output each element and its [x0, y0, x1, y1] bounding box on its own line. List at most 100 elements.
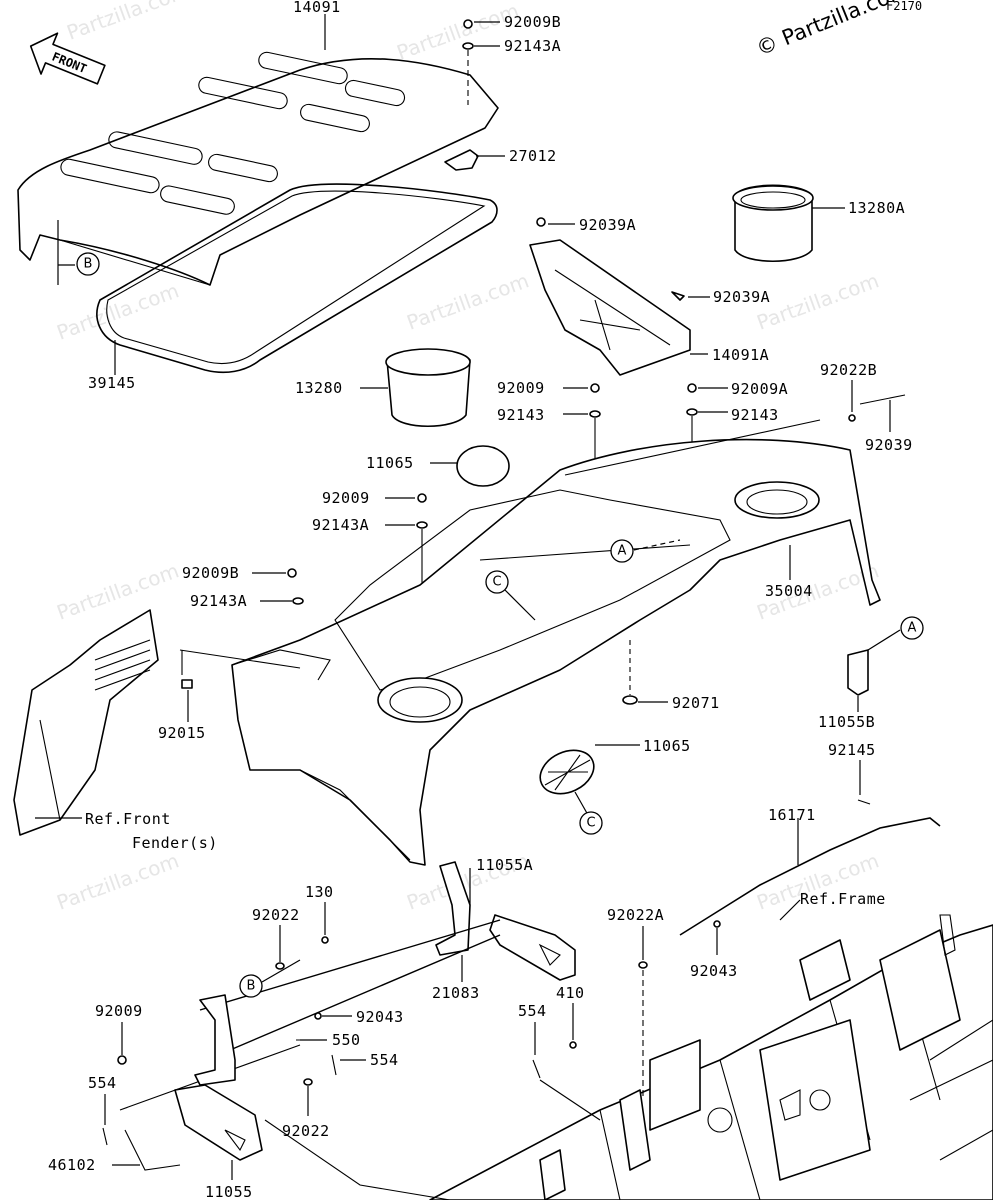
screw-part — [859, 394, 906, 405]
grommet-part — [622, 695, 638, 705]
bracket-part — [538, 943, 561, 966]
part-label-92022: 92022 — [282, 1122, 330, 1140]
ref-front-fender-label: Fender(s) — [132, 834, 218, 852]
part-label-13280A: 13280A — [848, 199, 905, 217]
callout-b-label: B — [84, 257, 93, 272]
part-label-92009: 92009 — [95, 1002, 143, 1020]
part-label-92009: 92009 — [497, 379, 545, 397]
bolt-part — [321, 936, 329, 944]
part-label-21083: 21083 — [432, 984, 480, 1002]
part-label-550: 550 — [332, 1031, 361, 1049]
part-label-92145: 92145 — [828, 741, 876, 759]
part-label-92009B: 92009B — [504, 13, 561, 31]
part-label-130: 130 — [305, 883, 334, 901]
part-label-92143A: 92143A — [504, 37, 561, 55]
leader-line — [633, 539, 681, 551]
ref-frame-label: Ref.Frame — [800, 890, 886, 908]
part-label-11055A: 11055A — [476, 856, 533, 874]
callout-a — [900, 616, 924, 640]
part-label-92143: 92143 — [497, 406, 545, 424]
pin-part — [331, 1054, 337, 1076]
watermark: Partzilla.com — [404, 268, 532, 334]
callout-c — [485, 570, 509, 594]
screw-part — [857, 799, 871, 805]
bracket-part — [489, 914, 576, 981]
part-label-39145: 39145 — [88, 374, 136, 392]
bolt-part — [117, 1055, 127, 1065]
part-label-92143: 92143 — [731, 406, 779, 424]
screw-part — [671, 291, 685, 301]
part-label-92039: 92039 — [865, 436, 913, 454]
part-label-554: 554 — [370, 1051, 399, 1069]
rod-part — [124, 1129, 181, 1171]
part-label-92039A: 92039A — [579, 216, 636, 234]
part-label-14091A: 14091A — [712, 346, 769, 364]
part-label-92039A: 92039A — [713, 288, 770, 306]
washer-part — [638, 961, 648, 969]
watermark: Partzilla.com — [394, 0, 522, 65]
diagram-code: F2170 — [886, 0, 922, 13]
callout-c-label: C — [492, 575, 501, 590]
part-label-11055: 11055 — [205, 1183, 253, 1200]
washer-part — [848, 414, 856, 422]
callout-a-label: A — [908, 621, 917, 636]
part-label-92022: 92022 — [252, 906, 300, 924]
clip-part — [181, 679, 193, 689]
part-label-11055B: 11055B — [818, 713, 875, 731]
part-label-92022A: 92022A — [607, 906, 664, 924]
speaker-part — [539, 749, 595, 795]
bolt-part — [687, 383, 697, 393]
front-fender-part — [13, 609, 159, 836]
part-label-92071: 92071 — [672, 694, 720, 712]
part-label-554: 554 — [518, 1002, 547, 1020]
frame-part — [429, 914, 993, 1200]
watermark: Partzilla.com — [754, 268, 882, 334]
part-label-410: 410 — [556, 984, 585, 1002]
bolt-part — [417, 493, 427, 503]
cup-holder-part — [732, 184, 814, 263]
rear-body-part — [231, 419, 881, 866]
nut-part — [569, 1041, 577, 1049]
bracket-part — [174, 1084, 263, 1161]
leader-line — [867, 629, 901, 651]
washer-part — [275, 962, 285, 970]
leader-line — [179, 649, 301, 669]
leader-line — [264, 1119, 451, 1200]
panel-part — [529, 239, 691, 376]
part-label-14091: 14091 — [293, 0, 341, 16]
part-label-554: 554 — [88, 1074, 117, 1092]
part-label-92009A: 92009A — [731, 380, 788, 398]
bracket-part — [847, 649, 869, 696]
washer-part — [462, 42, 474, 50]
bolt-part — [287, 568, 297, 578]
ref-front-fender-label: Ref.Front — [85, 810, 171, 828]
part-label-92143A: 92143A — [312, 516, 369, 534]
callout-c — [579, 811, 603, 835]
bracket-part — [224, 1129, 246, 1152]
part-label-92015: 92015 — [158, 724, 206, 742]
callout-b — [76, 252, 100, 276]
part-label-92009: 92009 — [322, 489, 370, 507]
part-label-46102: 46102 — [48, 1156, 96, 1174]
leader-line — [539, 1079, 601, 1121]
bolt-part — [463, 19, 473, 29]
part-label-13280: 13280 — [295, 379, 343, 397]
leader-line — [261, 959, 301, 983]
washer-part — [292, 597, 304, 605]
cap-part — [456, 445, 510, 487]
watermark: Partzilla.com — [64, 0, 192, 45]
washer-part — [686, 408, 698, 416]
part-label-92043: 92043 — [356, 1008, 404, 1026]
leader-line — [574, 791, 589, 816]
callout-c-label: C — [586, 816, 595, 831]
part-label-92043: 92043 — [690, 962, 738, 980]
leader-line — [504, 589, 536, 621]
screw-part — [536, 217, 546, 227]
roof-part — [17, 51, 499, 286]
callout-b-label: B — [247, 979, 256, 994]
part-label-11065: 11065 — [643, 737, 691, 755]
leader-line — [779, 899, 801, 921]
rod-part — [679, 817, 941, 936]
washer-part — [416, 521, 428, 529]
